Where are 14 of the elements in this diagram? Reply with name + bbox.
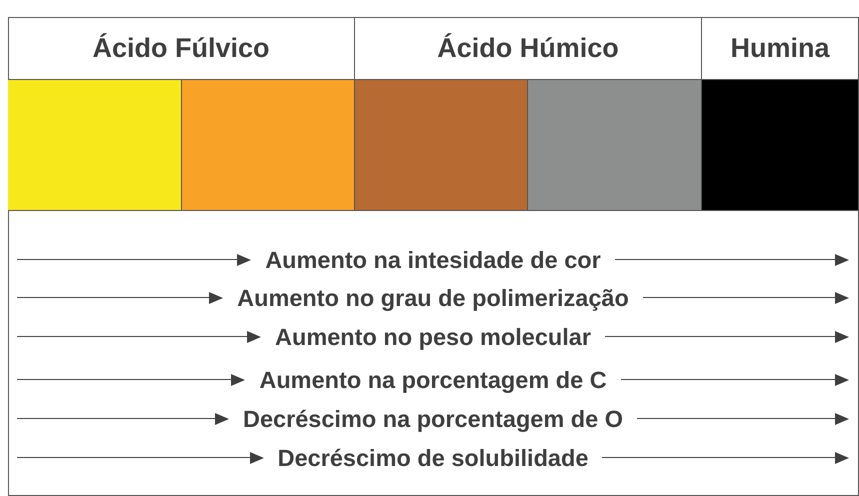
color-swatch [355,80,528,211]
column-header: Ácido Fúlvico [92,32,270,64]
property-label: Aumento no peso molecular [274,324,592,350]
color-swatch [702,80,859,211]
property-label: Aumento na porcentagem de C [258,366,608,394]
color-swatch [528,80,702,211]
property-label: Decréscimo na porcentagem de O [242,406,624,432]
property-label: Decréscimo de solubilidade [276,444,590,472]
property-label: Aumento na intesidade de cor [264,246,602,274]
color-swatch [182,80,355,211]
column-header: Humina [730,32,830,64]
color-swatch [8,80,182,211]
column-header: Ácido Húmico [437,32,619,64]
property-label: Aumento no grau de polimerização [236,284,630,312]
